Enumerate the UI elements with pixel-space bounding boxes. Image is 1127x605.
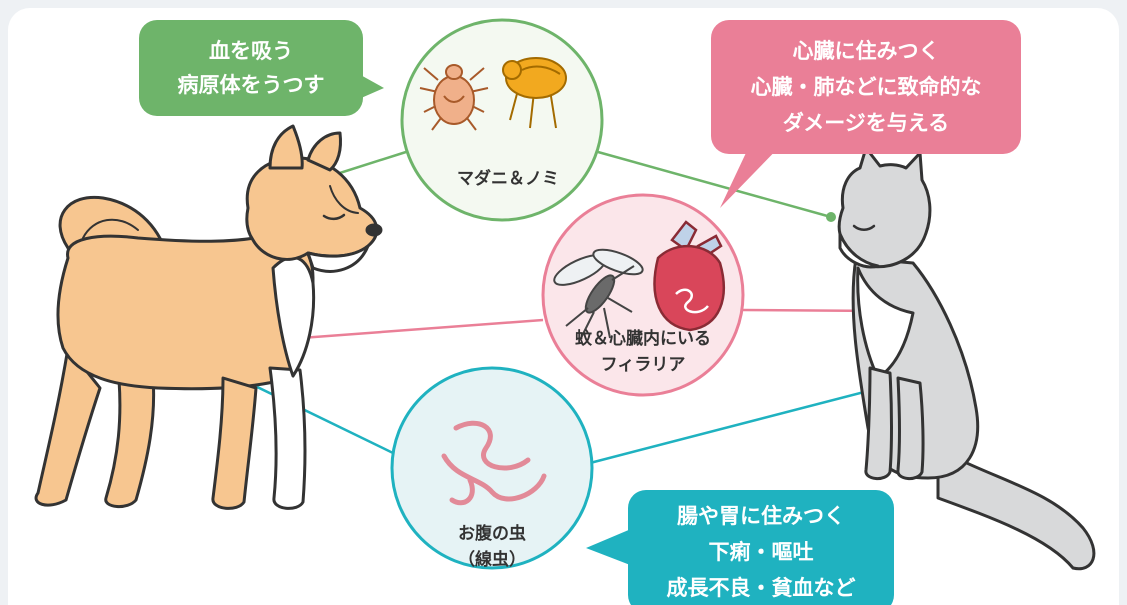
bubble-roundworm-line-3: 成長不良・貧血など: [666, 575, 856, 600]
bubble-roundworm-line-2: 下痢・嘔吐: [708, 539, 814, 564]
diagram-card: 血を吸う 病原体をうつす 心臓に住みつく 心臓・肺などに致命的な ダメージを与え…: [8, 8, 1119, 605]
bubble-ticks-fleas-line-2: 病原体をうつす: [177, 73, 325, 97]
connector-worm-cat: [589, 381, 900, 465]
diagram-art: [34, 18, 1096, 571]
bubble-tail-pink: [720, 138, 788, 208]
label-heartworm-line-1: 蚊＆心臓内にいる: [575, 329, 711, 349]
bubble-heartworm-line-3: ダメージを与える: [782, 111, 950, 135]
bubble-tail-teal: [586, 526, 638, 568]
label-heartworm-line-2: フィラリア: [600, 355, 686, 375]
label-roundworm-line-1: お腹の虫: [458, 524, 526, 544]
bubble-ticks-fleas: 血を吸う 病原体をうつす: [139, 20, 363, 116]
label-ticks-fleas: マダニ＆ノミ: [428, 166, 588, 192]
worm-icon: [441, 420, 547, 506]
mosquito-icon: [553, 248, 644, 341]
bubble-roundworm-line-1: 腸や胃に住みつく: [677, 503, 845, 528]
bubble-heartworm: 心臓に住みつく 心臓・肺などに致命的な ダメージを与える: [711, 20, 1021, 154]
connector-mite-cat: [597, 150, 832, 219]
cat-illustration: [837, 146, 1096, 571]
bubble-heartworm-line-1: 心臓に住みつく: [792, 39, 940, 63]
flea-icon: [502, 57, 567, 129]
label-ticks-fleas-text: マダニ＆ノミ: [457, 169, 559, 189]
bubble-roundworm: 腸や胃に住みつく 下痢・嘔吐 成長不良・貧血など: [628, 490, 894, 605]
label-roundworm-line-2: （線虫）: [458, 550, 526, 570]
bubble-heartworm-line-2: 心臓・肺などに致命的な: [750, 75, 982, 99]
heart-icon: [653, 220, 725, 332]
dog-illustration: [34, 124, 383, 510]
bubble-ticks-fleas-line-1: 血を吸う: [209, 39, 293, 63]
connector-dog-heart: [300, 318, 544, 340]
tick-icon: [419, 64, 489, 131]
label-roundworm: お腹の虫 （線虫）: [402, 521, 582, 573]
circle-heartworm: [541, 193, 745, 397]
label-heartworm: 蚊＆心臓内にいる フィラリア: [548, 326, 738, 378]
